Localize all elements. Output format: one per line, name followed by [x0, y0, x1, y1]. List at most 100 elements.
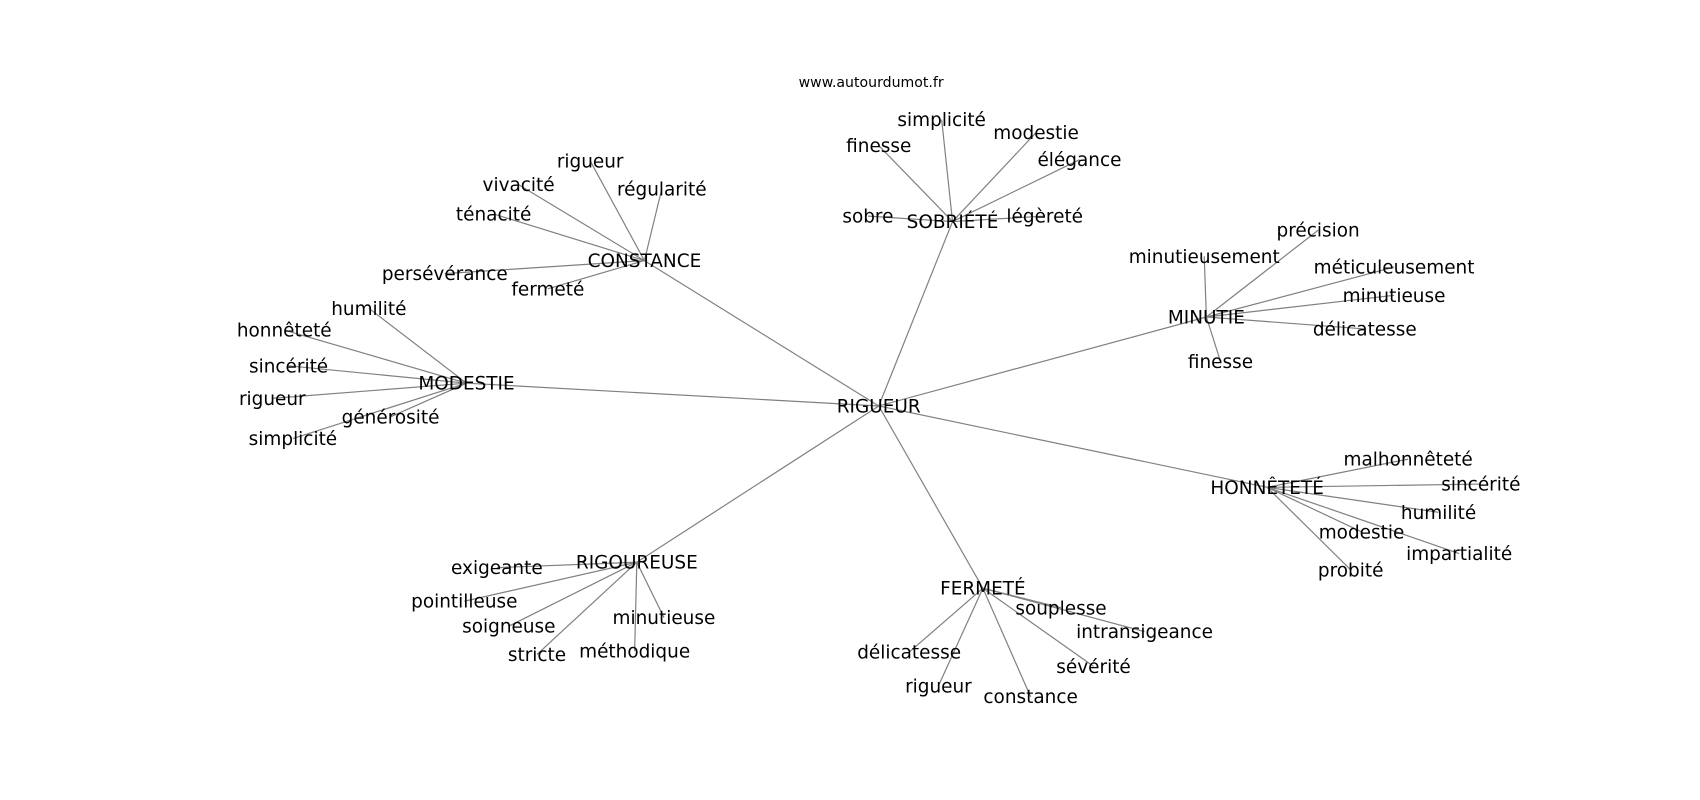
- node-leaf[interactable]: sincérité: [1441, 475, 1520, 496]
- edge-leaf: [1206, 294, 1395, 318]
- edge-leaf: [536, 561, 638, 655]
- node-leaf[interactable]: minutieuse: [613, 608, 716, 629]
- node-leaf[interactable]: générosité: [342, 407, 440, 428]
- edges: [272, 119, 1481, 697]
- node-leaf[interactable]: probité: [1318, 560, 1384, 581]
- node-leaf[interactable]: délicatesse: [1313, 319, 1417, 340]
- edge-leaf: [1203, 256, 1207, 318]
- node-leaf[interactable]: simplicité: [249, 429, 337, 450]
- edge-center-4: [878, 405, 1268, 488]
- node-leaf[interactable]: modestie: [993, 123, 1079, 144]
- node-leaf[interactable]: intransigeance: [1076, 622, 1213, 643]
- edge-center-0: [644, 260, 880, 407]
- edge-leaf: [1267, 486, 1439, 513]
- node-leaf[interactable]: modestie: [1319, 522, 1405, 543]
- node-cluster[interactable]: SOBRIÉTÉ: [907, 211, 999, 233]
- node-leaf[interactable]: simplicité: [897, 110, 985, 131]
- node-center[interactable]: RIGUEUR: [837, 396, 921, 417]
- node-leaf[interactable]: pointilleuse: [411, 592, 517, 613]
- edge-center-3: [466, 382, 879, 407]
- edge-leaf: [908, 587, 984, 653]
- node-leaf[interactable]: honnêteté: [237, 321, 332, 342]
- edge-leaf: [1266, 486, 1362, 533]
- edge-leaf: [636, 561, 665, 618]
- edge-leaf: [952, 215, 1045, 223]
- node-leaf[interactable]: finesse: [1188, 352, 1253, 373]
- edge-leaf: [1267, 483, 1481, 488]
- node-leaf[interactable]: sincérité: [249, 356, 328, 377]
- node-cluster[interactable]: MODESTIE: [418, 374, 514, 395]
- node-cluster[interactable]: FERMETÉ: [940, 578, 1026, 600]
- edge-leaf: [284, 329, 467, 384]
- edge-leaf: [589, 160, 645, 261]
- node-cluster[interactable]: MINUTIE: [1168, 308, 1245, 329]
- edge-leaf: [634, 562, 638, 652]
- edge-leaf: [272, 382, 467, 399]
- edge-leaf: [1205, 316, 1222, 362]
- edge-leaf: [941, 119, 954, 222]
- node-leaf[interactable]: sobre: [842, 207, 893, 228]
- node-leaf[interactable]: humilité: [331, 299, 406, 320]
- node-cluster[interactable]: RIGOUREUSE: [576, 553, 698, 574]
- node-leaf[interactable]: humilité: [1401, 503, 1476, 524]
- node-cluster[interactable]: CONSTANCE: [588, 251, 702, 272]
- edge-leaf: [493, 213, 645, 262]
- node-leaf[interactable]: stricte: [508, 645, 566, 666]
- node-leaf[interactable]: élégance: [1037, 150, 1121, 171]
- node-leaf[interactable]: finesse: [846, 136, 911, 157]
- node-leaf[interactable]: méthodique: [579, 642, 690, 663]
- edge-leaf: [518, 184, 645, 262]
- node-leaf[interactable]: fermeté: [511, 279, 584, 300]
- node-leaf[interactable]: légèreté: [1006, 207, 1083, 228]
- node-leaf[interactable]: exigeante: [451, 558, 543, 579]
- edge-leaf: [390, 382, 467, 418]
- node-leaf[interactable]: rigueur: [557, 151, 624, 172]
- edge-leaf: [547, 260, 645, 290]
- edge-leaf: [292, 382, 467, 440]
- node-leaf[interactable]: rigueur: [239, 389, 306, 410]
- edge-leaf: [982, 587, 1094, 667]
- edge-leaf: [1266, 486, 1352, 571]
- node-leaf[interactable]: précision: [1277, 221, 1360, 242]
- labels: RIGUEURrigueurvivacitéténacitérégularité…: [237, 110, 1521, 708]
- node-leaf[interactable]: vivacité: [483, 175, 555, 196]
- node-leaf[interactable]: sévérité: [1056, 657, 1130, 678]
- edge-leaf: [1206, 316, 1365, 330]
- edge-leaf: [508, 561, 638, 627]
- edge-leaf: [982, 587, 1145, 633]
- edge-leaf: [937, 587, 984, 687]
- node-leaf[interactable]: souplesse: [1015, 598, 1106, 619]
- site-label: www.autourdumot.fr: [799, 75, 944, 91]
- edge-leaf: [368, 307, 467, 384]
- edge-center-1: [878, 221, 954, 407]
- edge-leaf: [1206, 229, 1319, 318]
- edge-leaf: [1267, 458, 1409, 488]
- edge-leaf: [643, 188, 663, 261]
- node-leaf[interactable]: impartialité: [1406, 544, 1512, 565]
- edge-leaf: [952, 159, 1080, 223]
- node-leaf[interactable]: minutieuse: [1343, 286, 1446, 307]
- edge-leaf: [464, 561, 637, 602]
- node-leaf[interactable]: régularité: [617, 180, 707, 201]
- node-leaf[interactable]: soigneuse: [462, 617, 555, 638]
- node-leaf[interactable]: rigueur: [905, 676, 972, 697]
- edge-leaf: [867, 215, 953, 223]
- node-leaf[interactable]: constance: [983, 687, 1077, 708]
- edge-center-5: [636, 405, 880, 563]
- edge-leaf: [444, 259, 645, 275]
- node-cluster[interactable]: HONNÊTETÉ: [1210, 477, 1323, 499]
- edge-leaf: [1206, 266, 1395, 318]
- node-leaf[interactable]: malhonnêteté: [1344, 450, 1473, 471]
- node-leaf[interactable]: délicatesse: [857, 643, 961, 664]
- edge-center-2: [878, 316, 1207, 407]
- node-leaf[interactable]: persévérance: [382, 264, 508, 285]
- edge-leaf: [288, 365, 467, 384]
- node-leaf[interactable]: méticuleusement: [1314, 258, 1475, 279]
- node-leaf[interactable]: minutieusement: [1129, 247, 1280, 268]
- edge-leaf: [1266, 486, 1460, 555]
- edge-leaf: [952, 132, 1037, 222]
- edge-leaf: [982, 587, 1032, 697]
- edge-leaf: [878, 145, 953, 222]
- node-leaf[interactable]: ténacité: [456, 204, 531, 225]
